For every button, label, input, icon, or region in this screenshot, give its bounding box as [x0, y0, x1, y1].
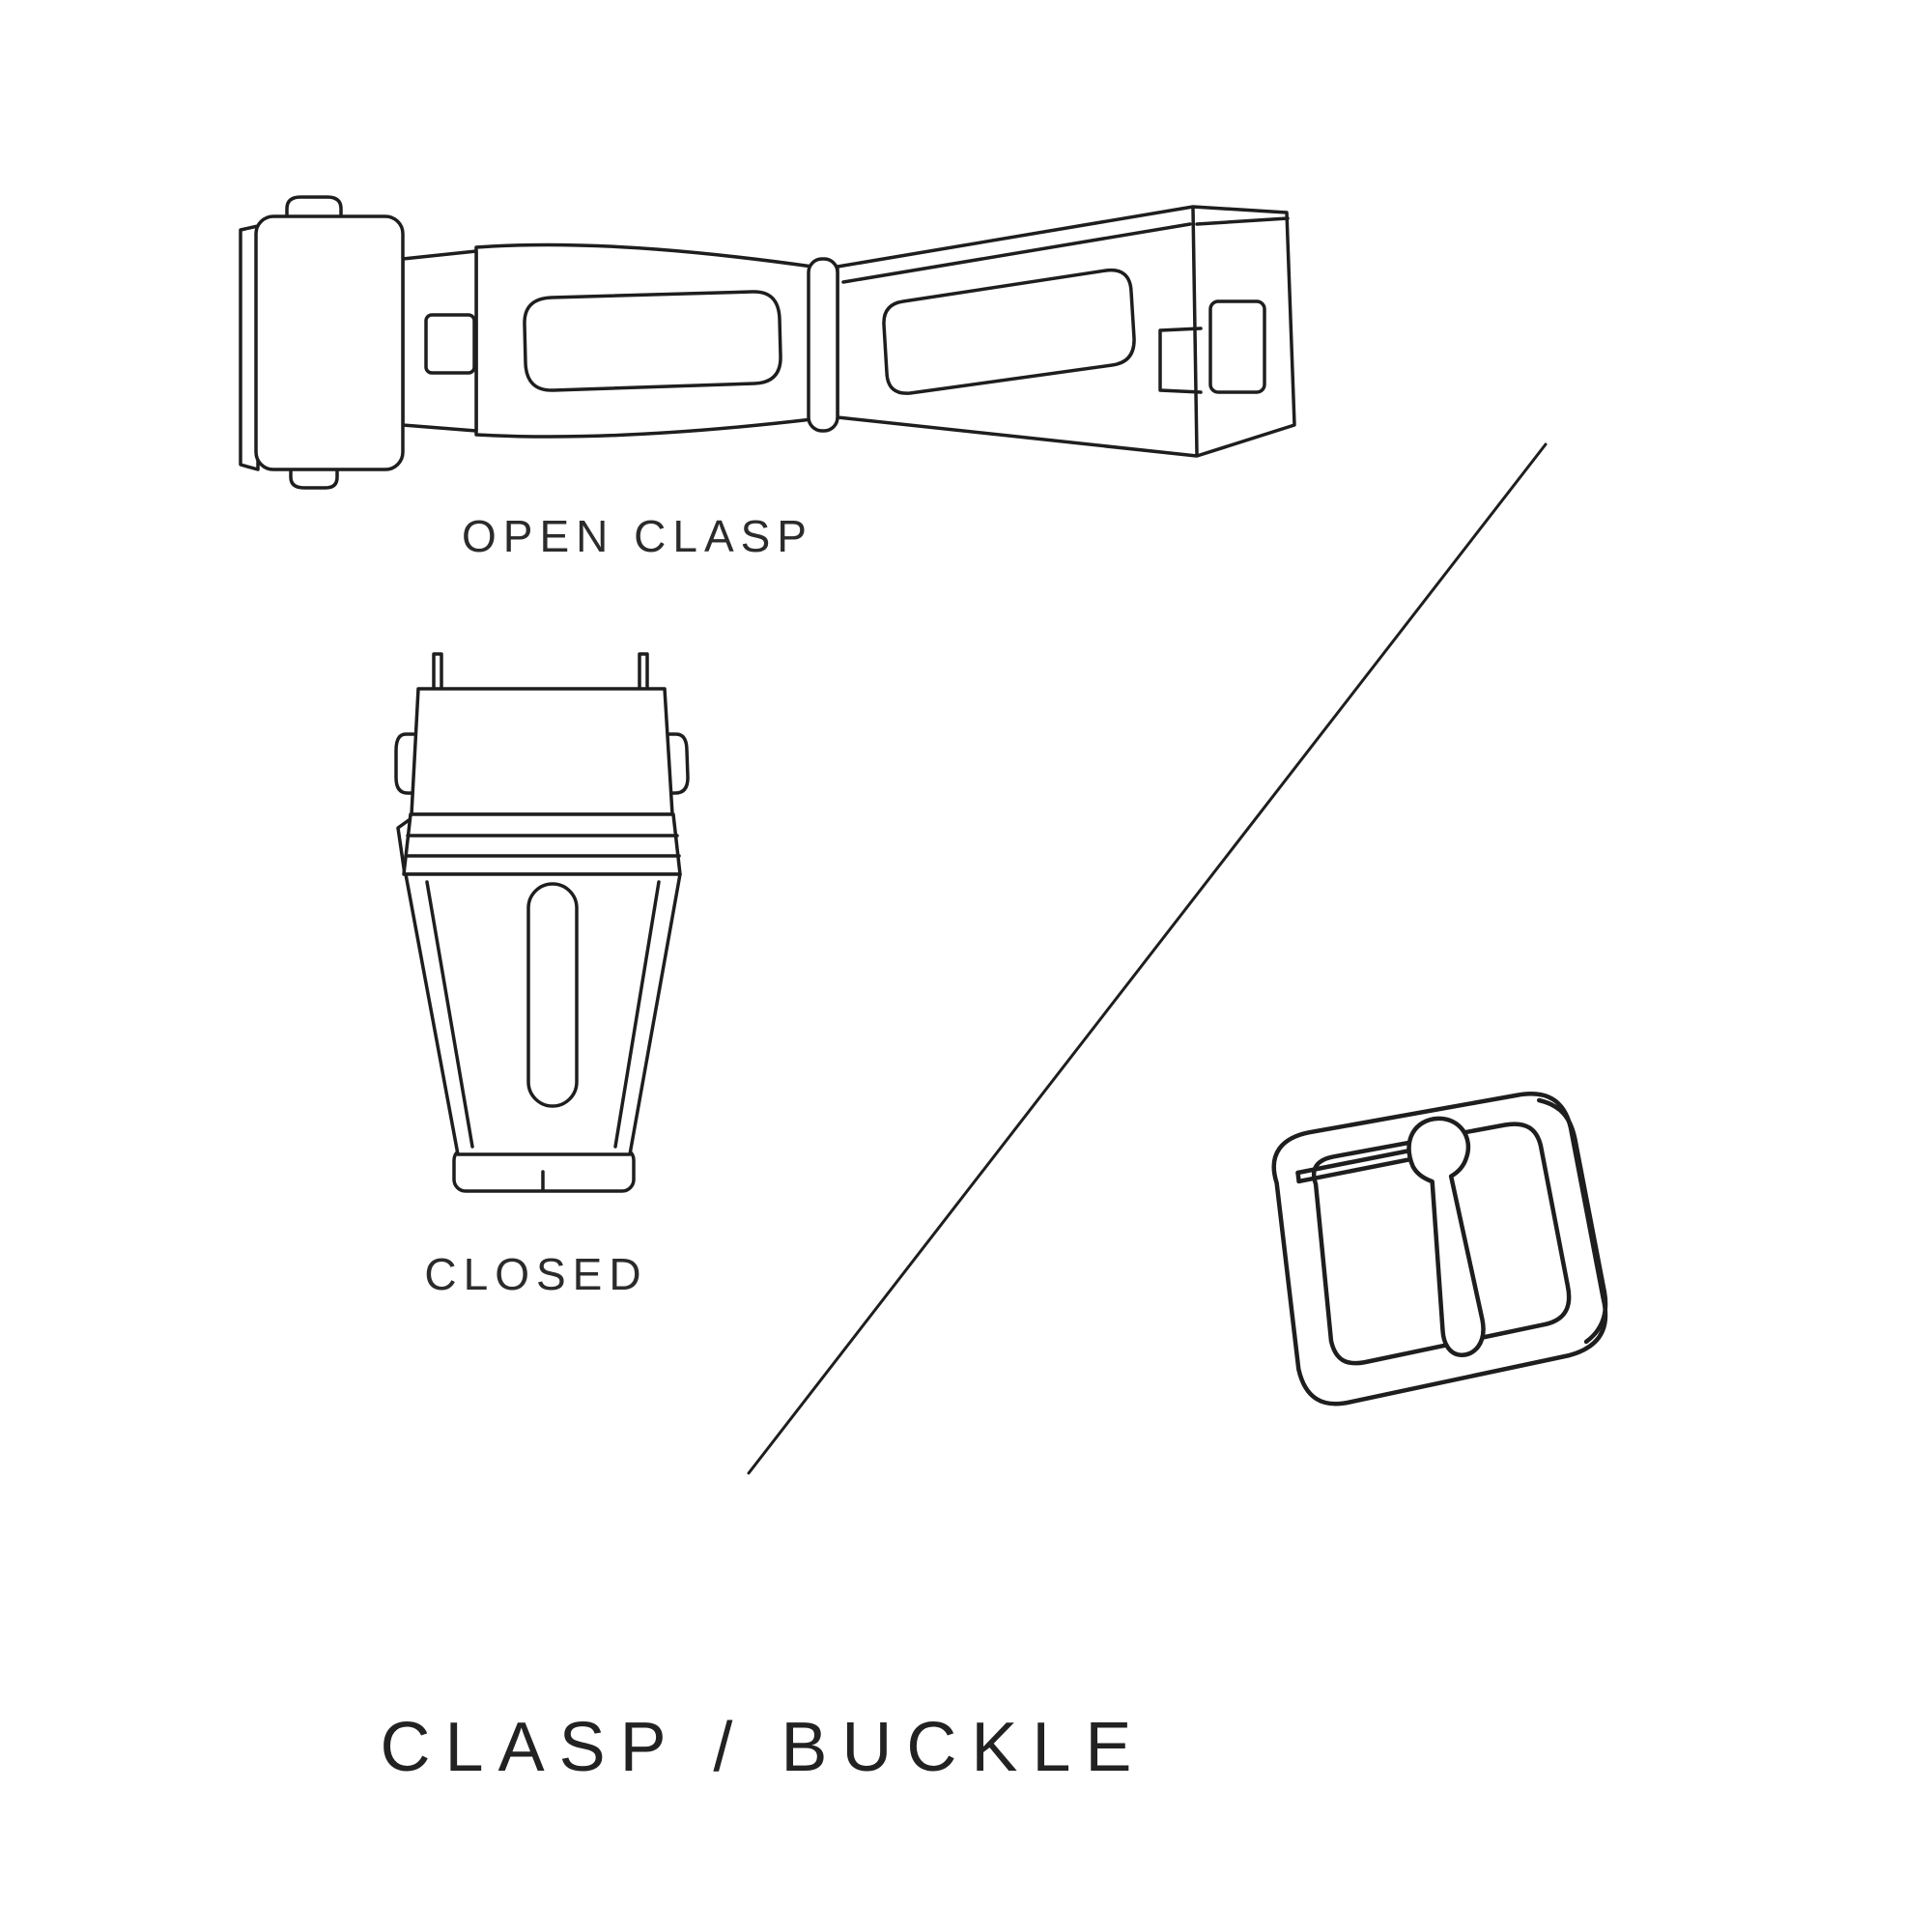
closed-clasp-body: [404, 872, 682, 1156]
closed-clasp-slot: [526, 882, 579, 1108]
open-clasp-endpiece-top-line: [1195, 216, 1290, 226]
open-clasp-right-arm-edge-line: [841, 222, 1192, 284]
buckle-pin-axle-bottom: [1296, 1153, 1432, 1184]
open-clasp-bracket-notch: [424, 313, 476, 375]
open-clasp-hinge: [807, 257, 839, 433]
buckle-tongue: [1406, 1116, 1486, 1358]
open-clasp-left-arm: [474, 242, 814, 439]
open-clasp-illustration: [239, 195, 1296, 490]
buckle-frame-inner: [1311, 1122, 1572, 1366]
closed-clasp-left-ear: [394, 732, 415, 795]
closed-clasp-left-prong: [432, 652, 443, 693]
open-clasp-right-arm-cutout: [882, 268, 1136, 395]
buckle-pin-axle-cap: [1295, 1170, 1301, 1184]
open-clasp-bracket: [401, 249, 478, 433]
open-clasp-left-arm-cutout: [523, 290, 782, 392]
open-clasp-hook: [1158, 327, 1203, 394]
open-clasp-catch-hole: [1208, 299, 1266, 394]
open-clasp-bottom-pusher: [289, 468, 339, 490]
closed-clasp-body-inner-right: [613, 880, 661, 1149]
open-clasp-top-pusher: [285, 195, 343, 218]
closed-clasp-top-box: [410, 687, 674, 816]
page-title: CLASP / BUCKLE: [380, 1709, 1147, 1786]
closed-clasp-body-inner-left: [425, 880, 474, 1149]
open-clasp-endpiece-line: [1191, 207, 1199, 456]
closed-clasp-band: [402, 812, 682, 876]
closed-clasp-right-prong: [638, 652, 649, 693]
buckle-pin-axle-top: [1295, 1145, 1431, 1176]
diagonal-divider-line: [747, 442, 1548, 1475]
pin-buckle-illustration: [1271, 1092, 1608, 1406]
open-clasp-end-strip: [239, 224, 260, 471]
open-clasp-end-block: [254, 214, 405, 471]
buckle-frame-contour: [1536, 1097, 1608, 1345]
closed-clasp-label: CLOSED: [424, 1249, 648, 1299]
closed-clasp-illustration: [394, 652, 690, 1193]
open-clasp-label: OPEN CLASP: [462, 511, 813, 561]
closed-clasp-right-ear: [667, 732, 690, 795]
